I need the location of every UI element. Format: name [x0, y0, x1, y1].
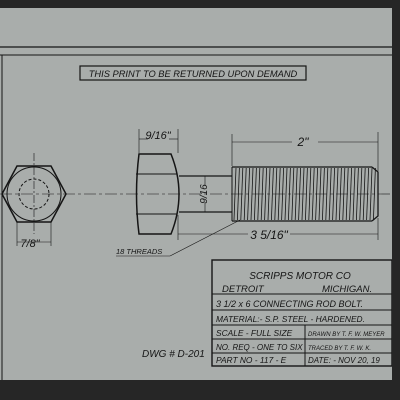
thread-length-label: 2": [297, 135, 310, 149]
thread-line: [254, 167, 257, 221]
head-width-label: 9/16": [145, 130, 171, 142]
thread-line: [277, 167, 281, 221]
thread-line: [243, 167, 247, 221]
thread-line: [325, 167, 329, 221]
thread-line: [250, 167, 254, 221]
thread-note-leader: [169, 219, 241, 257]
bolt-side-view: [135, 153, 379, 235]
bolt-drawing: THIS PRINT TO BE RETURNED UPON DEMAND 7/…: [0, 46, 392, 380]
company-city: DETROIT: [222, 284, 265, 295]
company-state: MICHIGAN.: [322, 284, 372, 295]
thread-line: [281, 167, 284, 221]
thread-line: [233, 167, 237, 221]
drawing-number: DWG # D-201: [142, 349, 205, 360]
thread-line: [284, 167, 288, 221]
title-block-border: [211, 259, 392, 367]
thread-line: [237, 167, 240, 221]
hex-width-label: 7/8": [20, 238, 40, 250]
title-block: SCRIPPS MOTOR CO DETROIT MICHIGAN. 3 1/2…: [211, 259, 392, 367]
thread-line: [359, 167, 363, 221]
thread-line: [339, 167, 342, 221]
traced-by: TRACED BY T. F. W. K.: [308, 346, 371, 352]
thread-line: [362, 167, 366, 221]
thread-line: [328, 167, 332, 221]
scale: SCALE - FULL SIZE: [216, 328, 293, 338]
thread-line: [298, 167, 301, 221]
thread-line: [373, 167, 376, 221]
drawn-by: DRAWN BY T. F. W. MEYER: [308, 332, 385, 338]
thread-note: 18 THREADS: [116, 247, 162, 256]
part-name: 3 1/2 x 6 CONNECTING ROD BOLT.: [216, 299, 363, 309]
thread-line: [322, 167, 325, 221]
thread-line: [291, 167, 295, 221]
thread-line: [352, 167, 356, 221]
thread-line: [301, 167, 305, 221]
thread-line: [267, 167, 271, 221]
thread-line: [369, 167, 373, 221]
banner-text: THIS PRINT TO BE RETURNED UPON DEMAND: [89, 69, 298, 79]
thread-line: [294, 167, 298, 221]
thread-line: [311, 167, 315, 221]
hex-end-view: [1, 153, 67, 234]
thread-line: [356, 167, 359, 221]
thread-line: [260, 167, 264, 221]
thread-line: [335, 167, 339, 221]
thread-line: [257, 167, 261, 221]
thread-line: [288, 167, 291, 221]
thread-lines: [233, 167, 376, 221]
thread-line: [342, 167, 346, 221]
company-name: SCRIPPS MOTOR CO: [249, 271, 351, 282]
banner-box: [79, 65, 307, 81]
thread-line: [308, 167, 312, 221]
thread-line: [271, 167, 274, 221]
number-required: NO. REQ - ONE TO SIX: [216, 343, 303, 352]
thread-line: [264, 167, 267, 221]
thread-line: [349, 167, 352, 221]
thread-line: [315, 167, 318, 221]
thread-line: [318, 167, 322, 221]
thread-line: [332, 167, 335, 221]
thread-line: [345, 167, 349, 221]
bolt-head: [135, 153, 180, 235]
thread-line: [240, 167, 244, 221]
thread-line: [247, 167, 250, 221]
material: MATERIAL:- S.P. STEEL - HARDENED.: [216, 314, 365, 324]
overall-length-label: 3 5/16": [250, 228, 288, 242]
thread-line: [305, 167, 308, 221]
blueprint-sheet: THIS PRINT TO BE RETURNED UPON DEMAND 7/…: [0, 8, 392, 380]
thread-line: [274, 167, 278, 221]
part-number: PART NO - 117 - E: [216, 355, 287, 365]
shank-diameter-label: 9/16: [199, 184, 210, 204]
date: DATE: - NOV 20, 19: [308, 356, 380, 365]
thread-line: [366, 167, 369, 221]
